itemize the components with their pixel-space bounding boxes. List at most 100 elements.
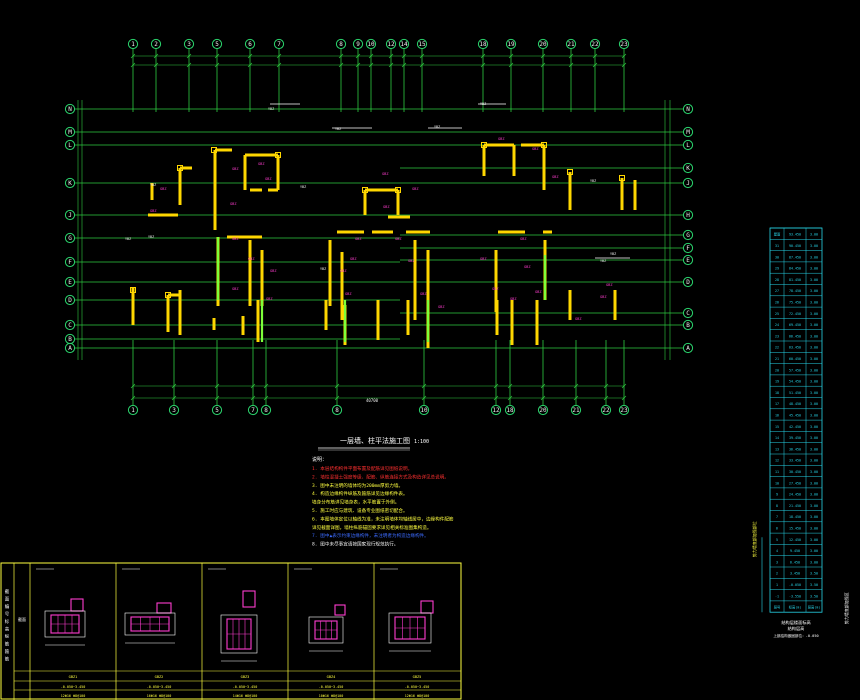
dim-tick [421,395,427,401]
rebar-label: GBZ [575,317,582,321]
wall-callout: YBZ [600,259,606,263]
floor-table-side-label: 剪力墙底部加强部位 [751,521,757,557]
right-axis-A-label: A [686,345,690,352]
floor-table-floor: 3 [776,560,778,564]
left-axis-J-circle [64,209,76,221]
right-axis-A-circle [682,342,694,354]
detail-col-rebar: 14Φ16 Φ8@100 [233,694,258,698]
right-axis-M-circle [682,126,694,138]
right-axis-M-label: M [686,129,690,136]
top-axis-12-label: 12 [387,41,395,48]
rebar-label: GBZ [532,147,539,151]
floor-table-height: 3.00 [810,402,818,406]
dim-tick [130,395,136,401]
floor-table-height: 3.00 [810,436,818,440]
note-line-8: 详见截面详图，墙柱纵筋锚固要求详见相关标准图集构造。 [312,524,431,531]
rebar-label: GBZ [420,292,427,296]
right-axis-N-circle [682,103,694,115]
rebar-label: GBZ [232,167,239,171]
left-axis-F-circle [64,256,76,268]
rebar-label: GBZ [160,187,167,191]
detail-section-sketch [122,568,176,644]
floor-table-height: 3.00 [810,549,818,553]
wall-junction-marker [541,142,547,148]
note-line-3: 3. 图中未注明的墙体均为200mm厚剪力墙。 [312,482,403,489]
top-axis-21-label: 21 [567,41,575,48]
rebar-label: GBZ [382,172,389,176]
dim-tick [621,383,627,389]
left-axis-G-label: G [68,235,72,242]
rebar-label: GBZ [408,259,415,263]
floor-table-elevation: 12.450 [789,538,801,542]
detail-table-frame [0,562,462,700]
dim-tick [214,395,220,401]
dim-tick [507,383,513,389]
section-wall-outline [124,612,176,636]
floor-table-floor: 1 [776,583,778,587]
dim-tick [368,62,374,68]
rebar-label: GBZ [258,162,265,166]
floor-table-height: 3.00 [810,538,818,542]
detail-section-sketch [36,568,86,646]
dim-tick [419,53,425,59]
floor-table-height: 3.00 [810,481,818,485]
floor-table-elevation: 24.450 [789,493,801,497]
top-axis-12-circle [385,38,397,50]
dim-tick [247,62,253,68]
rebar-label: GBZ [345,292,352,296]
floor-table-floor: 层号 [774,605,781,610]
detail-section-sketch [380,568,434,652]
detail-col-id: GBZ1 [69,675,78,679]
floor-table-floor: 19 [775,380,779,384]
right-axis-F: F [682,242,694,254]
left-axis-E-circle [64,276,76,288]
detail-col-elev: -0.050~3.450 [61,685,86,689]
floor-table-elevation: 60.450 [789,357,801,361]
left-axis-D: D [64,294,76,306]
left-axis-G-circle [64,232,76,244]
right-axis-H: H [682,209,694,221]
left-axis-L-circle [64,139,76,151]
floor-table-elevation: 48.450 [789,402,801,406]
rebar-label: GBZ [270,269,277,273]
floor-table-height: 3.00 [810,323,818,327]
floor-table-floor: 4 [776,549,778,553]
floor-table-elevation: 45.450 [789,413,801,417]
dim-tick [480,53,486,59]
bottom-axis-3-label: 3 [172,407,176,414]
bottom-axis-5-circle [211,404,223,416]
floor-table-elevation: 87.450 [789,255,801,259]
rebar-label: GBZ [383,205,390,209]
wall-callout: YBZ [150,183,156,187]
bottom-axis-23: 23 [618,404,630,416]
left-axis-F: F [64,256,76,268]
floor-table-floor: 16 [775,413,779,417]
left-axis-A: A [64,342,76,354]
dim-tick [338,62,344,68]
bottom-axis-18-circle [504,404,516,416]
floor-table-elevation: 33.450 [789,459,801,463]
floor-table-floor: 21 [775,357,779,361]
floor-table-floor: 20 [775,368,779,372]
floor-table-elevation: 54.450 [789,380,801,384]
right-axis-H-label: H [686,212,690,219]
rebar-label: GBZ [265,177,272,181]
top-axis-6-circle [244,38,256,50]
left-axis-L: L [64,139,76,151]
floor-table-floor: 17 [775,402,779,406]
section-wall-outline [388,612,432,644]
bottom-axis-1-circle [127,404,139,416]
dim-tick [130,53,136,59]
right-axis-J: J [682,177,694,189]
detail-col-elev: -0.050~3.450 [233,685,258,689]
dim-tick [603,395,609,401]
rebar-label: GBZ [606,283,613,287]
left-axis-N-label: N [68,106,72,113]
detail-col-id: GBZ5 [413,675,422,679]
right-axis-N-label: N [686,106,690,113]
dim-tick [603,383,609,389]
